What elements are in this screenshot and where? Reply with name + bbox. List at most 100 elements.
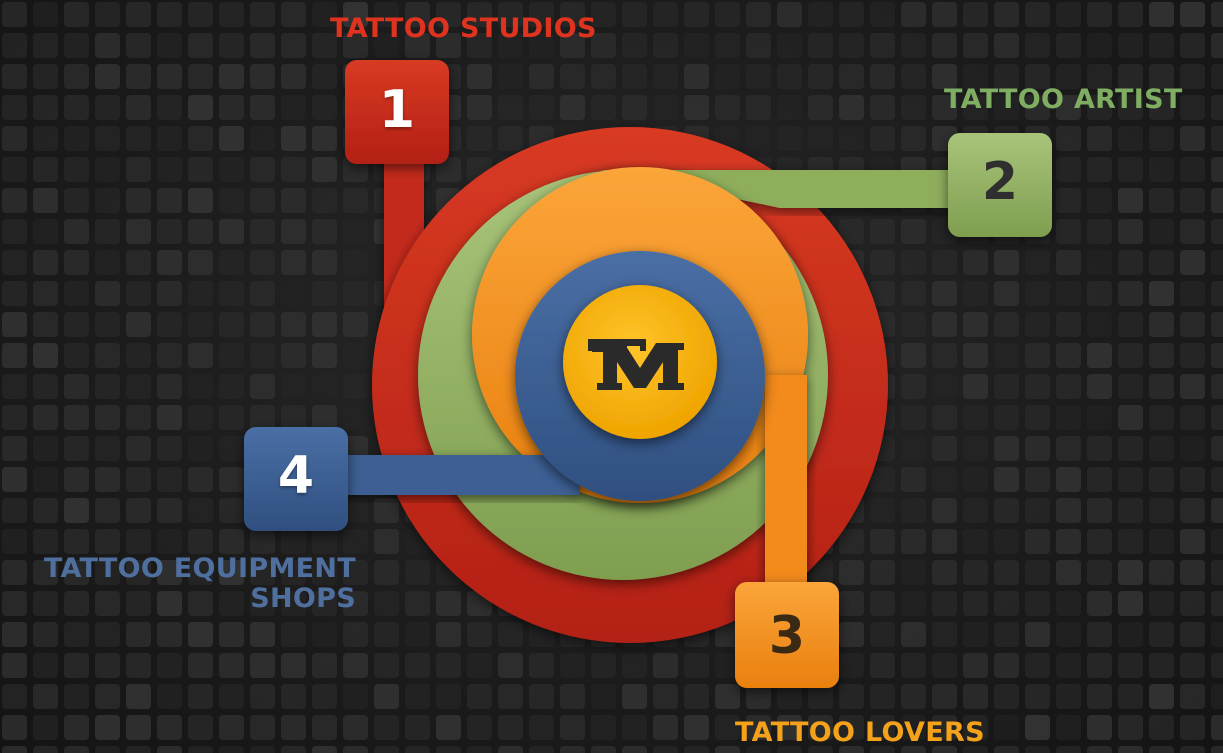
background-tile	[1180, 529, 1205, 554]
box-2[interactable]	[948, 133, 1052, 237]
background-tile	[1087, 684, 1112, 709]
background-tile	[33, 498, 58, 523]
background-tile	[1087, 250, 1112, 275]
background-tile	[901, 622, 926, 647]
background-tile	[591, 2, 616, 27]
box-1[interactable]	[345, 60, 449, 164]
background-tile	[560, 715, 585, 740]
background-tile	[1180, 374, 1205, 399]
background-tile	[1149, 281, 1174, 306]
background-tile	[1087, 405, 1112, 430]
background-tile	[1118, 498, 1143, 523]
background-tile	[312, 622, 337, 647]
background-tile	[1180, 2, 1205, 27]
background-tile	[1056, 2, 1081, 27]
background-tile	[157, 64, 182, 89]
background-tile	[1056, 64, 1081, 89]
background-tile	[1118, 622, 1143, 647]
background-tile	[1118, 33, 1143, 58]
background-tile	[1056, 157, 1081, 182]
background-tile	[157, 157, 182, 182]
background-tile	[281, 622, 306, 647]
background-tile	[932, 467, 957, 492]
background-tile	[343, 715, 368, 740]
background-tile	[1118, 126, 1143, 151]
background-tile	[591, 653, 616, 678]
background-tile	[343, 281, 368, 306]
background-tile	[250, 219, 275, 244]
background-tile	[498, 746, 523, 753]
background-tile	[1149, 529, 1174, 554]
background-tile	[715, 622, 740, 647]
background-tile	[1087, 2, 1112, 27]
background-tile	[994, 715, 1019, 740]
background-tile	[157, 250, 182, 275]
background-tile	[498, 684, 523, 709]
background-tile	[1180, 250, 1205, 275]
background-tile	[870, 281, 895, 306]
background-tile	[2, 281, 27, 306]
background-tile	[1025, 312, 1050, 337]
background-tile	[1211, 64, 1223, 89]
background-tile	[1149, 746, 1174, 753]
background-tile	[963, 560, 988, 585]
background-tile	[901, 33, 926, 58]
background-tile	[188, 405, 213, 430]
background-tile	[188, 560, 213, 585]
background-tile	[653, 715, 678, 740]
background-tile	[281, 374, 306, 399]
background-tile	[281, 715, 306, 740]
background-tile	[839, 64, 864, 89]
background-tile	[281, 312, 306, 337]
background-tile	[405, 715, 430, 740]
background-tile	[188, 95, 213, 120]
background-tile	[529, 746, 554, 753]
background-tile	[157, 436, 182, 461]
background-tile	[1025, 436, 1050, 461]
background-tile	[808, 715, 833, 740]
background-tile	[715, 2, 740, 27]
background-tile	[405, 653, 430, 678]
background-tile	[64, 343, 89, 368]
background-tile	[157, 281, 182, 306]
background-tile	[777, 33, 802, 58]
background-tile	[188, 157, 213, 182]
background-tile	[1118, 95, 1143, 120]
box-3[interactable]	[735, 582, 839, 688]
background-tile	[498, 2, 523, 27]
label-tattoo-lovers: TATTOO LOVERS	[735, 717, 985, 748]
background-tile	[622, 2, 647, 27]
background-tile	[901, 343, 926, 368]
background-tile	[1211, 436, 1223, 461]
background-tile	[250, 95, 275, 120]
background-tile	[95, 2, 120, 27]
background-tile	[250, 281, 275, 306]
background-tile	[1087, 374, 1112, 399]
background-tile	[188, 436, 213, 461]
background-tile	[33, 529, 58, 554]
background-tile	[64, 2, 89, 27]
background-tile	[157, 684, 182, 709]
background-tile	[1118, 467, 1143, 492]
background-tile	[963, 405, 988, 430]
background-tile	[436, 684, 461, 709]
background-tile	[312, 157, 337, 182]
background-tile	[281, 343, 306, 368]
background-tile	[219, 498, 244, 523]
background-tile	[1118, 405, 1143, 430]
background-tile	[870, 591, 895, 616]
background-tile	[994, 684, 1019, 709]
background-tile	[188, 653, 213, 678]
background-tile	[126, 467, 151, 492]
background-tile	[33, 219, 58, 244]
background-tile	[2, 622, 27, 647]
background-tile	[64, 219, 89, 244]
background-tile	[64, 157, 89, 182]
background-tile	[715, 653, 740, 678]
background-tile	[777, 746, 802, 753]
background-tile	[1180, 281, 1205, 306]
background-tile	[126, 250, 151, 275]
box-4[interactable]	[244, 427, 348, 531]
background-tile	[994, 64, 1019, 89]
